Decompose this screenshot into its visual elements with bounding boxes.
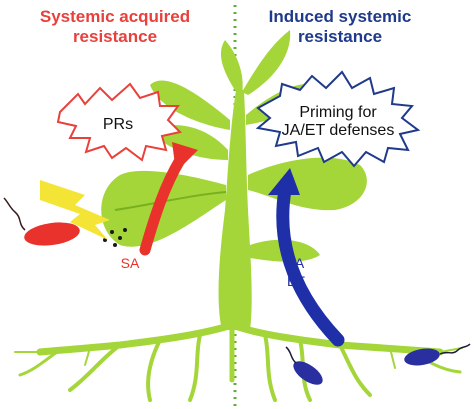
top-leaf-right [242, 30, 291, 95]
priming-burst: Priming for JA/ET defenses [255, 70, 421, 168]
right-header-line2: resistance [298, 27, 382, 46]
sa-label: SA [121, 255, 140, 271]
right-leaf [248, 157, 367, 211]
left-header-line1: Systemic acquired [40, 7, 190, 26]
prs-label: PRs [103, 116, 133, 133]
right-header-line1: Induced systemic [269, 7, 412, 26]
jaet-arrowhead [268, 168, 300, 195]
jaet-arrow [276, 183, 345, 347]
upper-left-leaf [150, 80, 230, 130]
plant [101, 30, 367, 330]
roots [14, 321, 463, 402]
priming-label-line1: Priming for [299, 104, 377, 121]
pathogen-bacterium-icon [3, 197, 80, 246]
left-header-line2: resistance [73, 27, 157, 46]
priming-label-line2: JA/ET defenses [282, 122, 395, 139]
et-label: ET [287, 273, 305, 289]
left-leaf-vein [114, 191, 227, 211]
prs-burst: PRs [56, 82, 182, 162]
rhizobacteria-icon [285, 343, 471, 385]
ja-label: JA [288, 255, 305, 271]
sa-arrowhead [172, 142, 198, 172]
lightning-icon [40, 180, 110, 240]
top-leaf-left [220, 40, 243, 95]
stem [218, 90, 252, 330]
